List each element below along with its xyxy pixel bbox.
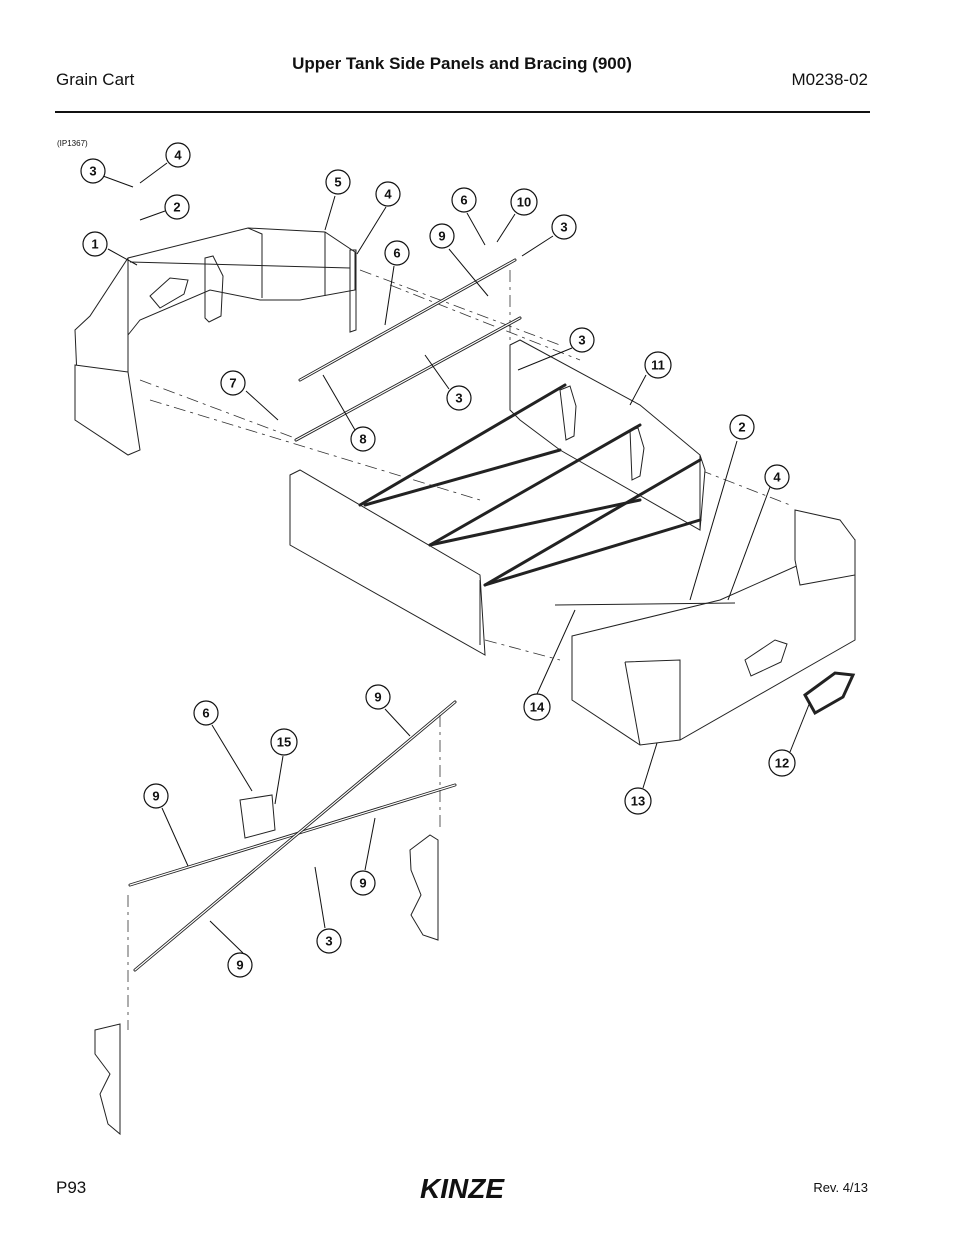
- leader-lines: [102, 162, 811, 954]
- svg-text:15: 15: [277, 735, 291, 750]
- callout-14: 14: [523, 693, 551, 721]
- svg-text:8: 8: [359, 432, 366, 447]
- svg-text:4: 4: [773, 470, 781, 485]
- side-panel-right: [509, 339, 706, 531]
- callout-3a: 3: [80, 158, 106, 184]
- svg-text:3: 3: [560, 220, 567, 235]
- access-gasket: [803, 671, 856, 716]
- svg-text:4: 4: [174, 148, 182, 163]
- svg-text:1: 1: [91, 237, 98, 252]
- svg-text:5: 5: [334, 175, 341, 190]
- callout-7: 7: [220, 370, 246, 396]
- callout-9c: 9: [143, 783, 169, 809]
- kinze-logo: KINZE: [420, 1173, 505, 1204]
- callout-10: 10: [510, 188, 538, 216]
- callout-15: 15: [270, 728, 298, 756]
- rear-end-panel: [554, 509, 856, 746]
- alignment-lines: [139, 269, 791, 661]
- svg-text:13: 13: [631, 794, 645, 809]
- svg-text:3: 3: [455, 391, 462, 406]
- page-number: P93: [56, 1178, 87, 1197]
- callout-3c: 3: [569, 327, 595, 353]
- svg-text:7: 7: [229, 376, 236, 391]
- manual-number: M0238-02: [791, 70, 868, 89]
- svg-text:KINZE: KINZE: [420, 1173, 505, 1204]
- callout-4c: 4: [764, 464, 790, 490]
- callout-11: 11: [644, 351, 672, 379]
- svg-text:9: 9: [236, 958, 243, 973]
- callout-3e: 3: [316, 928, 342, 954]
- callout-3d: 3: [446, 385, 472, 411]
- svg-text:4: 4: [384, 187, 392, 202]
- svg-text:3: 3: [325, 934, 332, 949]
- callout-9d: 9: [350, 870, 376, 896]
- svg-text:3: 3: [89, 164, 96, 179]
- callout-1: 1: [82, 231, 108, 257]
- svg-text:14: 14: [530, 700, 545, 715]
- svg-text:9: 9: [438, 229, 445, 244]
- callout-6c: 6: [193, 700, 219, 726]
- callout-3b: 3: [551, 214, 577, 240]
- callout-5: 5: [325, 169, 351, 195]
- callout-2b: 2: [729, 414, 755, 440]
- svg-text:11: 11: [651, 358, 665, 373]
- svg-text:9: 9: [374, 690, 381, 705]
- callout-4a: 4: [165, 142, 191, 168]
- front-end-panel: [74, 227, 357, 456]
- callout-9b: 9: [365, 684, 391, 710]
- svg-text:9: 9: [359, 876, 366, 891]
- svg-text:10: 10: [517, 195, 531, 210]
- svg-text:3: 3: [578, 333, 585, 348]
- svg-text:9: 9: [152, 789, 159, 804]
- callout-12: 12: [768, 749, 796, 777]
- callout-4b: 4: [375, 181, 401, 207]
- callout-2a: 2: [164, 194, 190, 220]
- callout-6a: 6: [384, 240, 410, 266]
- svg-text:12: 12: [775, 756, 789, 771]
- svg-text:6: 6: [460, 193, 467, 208]
- svg-text:6: 6: [202, 706, 209, 721]
- side-panel-left: [289, 469, 486, 656]
- revision-date: Rev. 4/13: [813, 1180, 868, 1195]
- callout-13: 13: [624, 787, 652, 815]
- illustration-reference: (IP1367): [57, 139, 88, 148]
- callout-8: 8: [350, 426, 376, 452]
- cross-braces: [294, 258, 702, 645]
- callout-9a: 9: [429, 223, 455, 249]
- page-title: Upper Tank Side Panels and Bracing (900): [292, 54, 632, 73]
- document-product: Grain Cart: [56, 70, 135, 89]
- svg-text:2: 2: [173, 200, 180, 215]
- svg-text:2: 2: [738, 420, 745, 435]
- callout-6b: 6: [451, 187, 477, 213]
- detail-bracing: [94, 700, 457, 1136]
- header-rule: [55, 111, 870, 113]
- callout-9e: 9: [227, 952, 253, 978]
- svg-text:6: 6: [393, 246, 400, 261]
